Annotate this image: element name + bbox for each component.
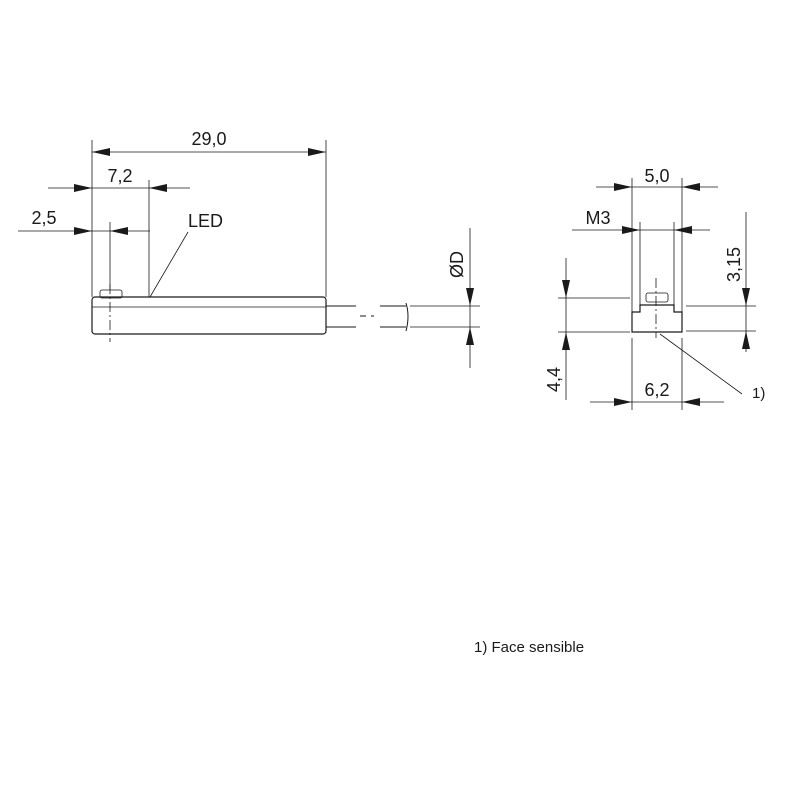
dimension-label-29: 29,0	[191, 129, 226, 149]
face-sensible-callout: 1)	[659, 333, 765, 402]
dimension-label-2-5: 2,5	[31, 208, 56, 228]
dimension-label-6-2: 6,2	[644, 380, 669, 400]
led-label: LED	[188, 211, 223, 231]
dimension-5: 5,0	[596, 166, 718, 312]
dimension-6-2: 6,2	[590, 338, 724, 410]
dimension-3-15: 3,15	[686, 212, 756, 352]
dimension-label-3-15: 3,15	[724, 247, 744, 282]
dimension-label-diameter: ØD	[447, 251, 467, 278]
sensor-body-side	[91, 296, 327, 335]
sensor-body-front	[631, 304, 683, 333]
dimension-4-4: 4,4	[544, 258, 630, 400]
side-view: 29,0 7,2 2,5 LED	[18, 129, 480, 368]
footnote-face-sensible: 1) Face sensible	[474, 639, 584, 656]
face-callout-label: 1)	[752, 385, 765, 402]
dimension-7-2: 7,2	[48, 166, 190, 297]
dimension-label-7-2: 7,2	[107, 166, 132, 186]
dimension-label-5: 5,0	[644, 166, 669, 186]
screw-head-front	[645, 292, 669, 303]
cable-side	[326, 302, 409, 332]
dimension-2-5: 2,5	[18, 208, 150, 290]
dimension-cable-diameter: ØD	[410, 228, 480, 368]
front-view: 5,0 M3 3,15 4,4	[544, 166, 765, 410]
dimension-label-m3: M3	[585, 208, 610, 228]
dimension-m3: M3	[572, 208, 710, 305]
dimension-label-4-4: 4,4	[544, 367, 564, 392]
screw-head-side	[99, 289, 123, 299]
dimension-29: 29,0	[91, 129, 327, 297]
led-callout: LED	[149, 211, 223, 298]
